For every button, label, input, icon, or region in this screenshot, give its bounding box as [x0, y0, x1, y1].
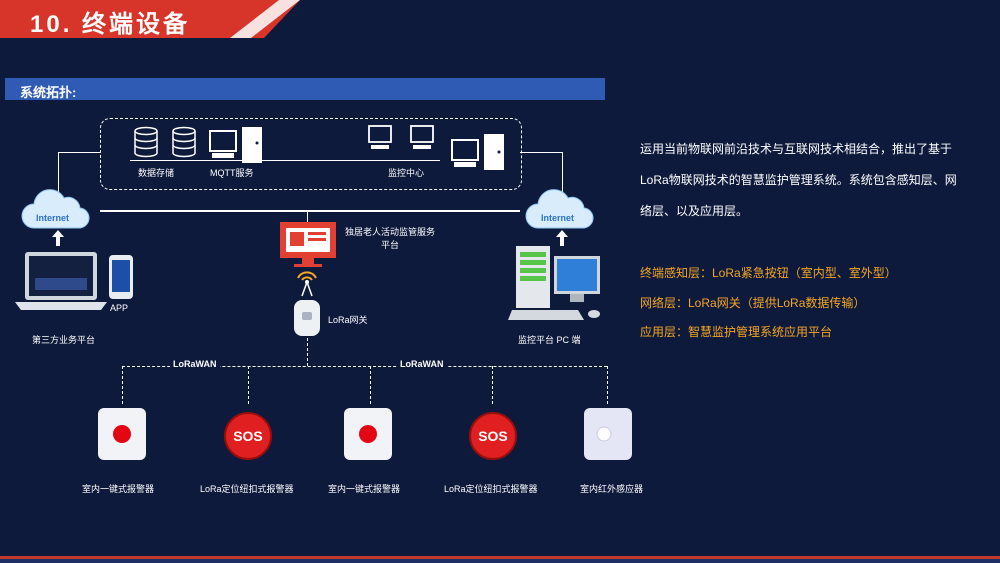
laptop-icon — [15, 252, 107, 310]
device-label-1: 室内一键式报警器 — [82, 484, 155, 494]
layer-application: 应用层：智慧监护管理系统应用平台 — [640, 325, 833, 339]
infrared-sensor-icon — [584, 408, 632, 460]
pc-platform-label: 监控平台 PC 端 — [518, 335, 581, 345]
service-monitor-icon — [280, 222, 336, 267]
sos-button-icon: SOS — [224, 412, 272, 460]
lorawan-label-right: LoRaWAN — [397, 359, 447, 369]
mqtt-label: MQTT服务 — [210, 168, 254, 178]
right-connector-v — [562, 152, 563, 192]
device-label-5: 室内红外感应器 — [580, 484, 644, 494]
sos-button-icon: SOS — [469, 412, 517, 460]
cloud-icon — [21, 189, 90, 229]
right-connector — [520, 152, 562, 153]
alarm-button-icon — [98, 408, 146, 460]
server-icon — [209, 127, 262, 163]
pc-icon — [451, 134, 504, 170]
bottom-bar — [0, 559, 1000, 563]
monitor-icon — [368, 125, 434, 149]
arrow-up-icon — [52, 230, 64, 246]
monitor-center-label: 监控中心 — [388, 168, 425, 178]
device-bus-line — [122, 366, 607, 367]
gateway-drop-line — [307, 338, 308, 366]
device-drop-2 — [248, 366, 249, 404]
sos-label-1: SOS — [233, 428, 263, 444]
database-icon — [134, 126, 196, 158]
layer-network: 网络层：LoRa网关（提供LoRa数据传输） — [640, 296, 866, 310]
phone-icon — [109, 255, 133, 299]
device-drop-3 — [370, 366, 371, 404]
device-label-4: LoRa定位纽扣式报警器 — [444, 484, 538, 494]
third-party-platform-label: 第三方业务平台 — [32, 335, 96, 345]
antenna-icon — [297, 271, 317, 297]
cloud-icon — [525, 189, 594, 229]
section-title: 系统拓扑: — [20, 85, 77, 100]
arrow-up-icon — [556, 230, 568, 246]
description-intro: 运用当前物联网前沿技术与互联网技术相结合，推出了基于LoRa物联网技术的智慧监护… — [640, 142, 957, 218]
section-bar — [5, 78, 605, 100]
device-label-3: 室内一键式报警器 — [328, 484, 401, 494]
gateway-icon — [294, 300, 320, 336]
cloud-label-left: Internet — [36, 213, 70, 223]
left-connector — [58, 152, 100, 153]
device-drop-5 — [607, 366, 608, 404]
page-title: 10. 终端设备 — [30, 11, 191, 38]
lorawan-label-left: LoRaWAN — [170, 359, 220, 369]
backbone-line — [100, 210, 520, 212]
sos-label-2: SOS — [478, 428, 508, 444]
gateway-label: LoRa网关 — [328, 315, 368, 325]
app-label: APP — [110, 303, 129, 313]
service-platform-label: 独居老人活动监管服务平台 — [344, 227, 435, 250]
storage-label: 数据存储 — [138, 168, 175, 178]
layer-perception: 终端感知层：LoRa紧急按钮（室内型、室外型） — [640, 266, 897, 280]
service-connector — [307, 212, 308, 222]
server-bus-line — [130, 160, 440, 161]
alarm-button-icon — [344, 408, 392, 460]
desktop-pc-icon — [508, 246, 600, 320]
device-drop-1 — [122, 366, 123, 404]
device-drop-4 — [492, 366, 493, 404]
device-label-2: LoRa定位纽扣式报警器 — [200, 484, 294, 494]
left-connector-v — [58, 152, 59, 192]
cloud-label-right: Internet — [541, 213, 575, 223]
server-group-box — [100, 118, 522, 190]
bottom-accent-line — [0, 556, 1000, 559]
